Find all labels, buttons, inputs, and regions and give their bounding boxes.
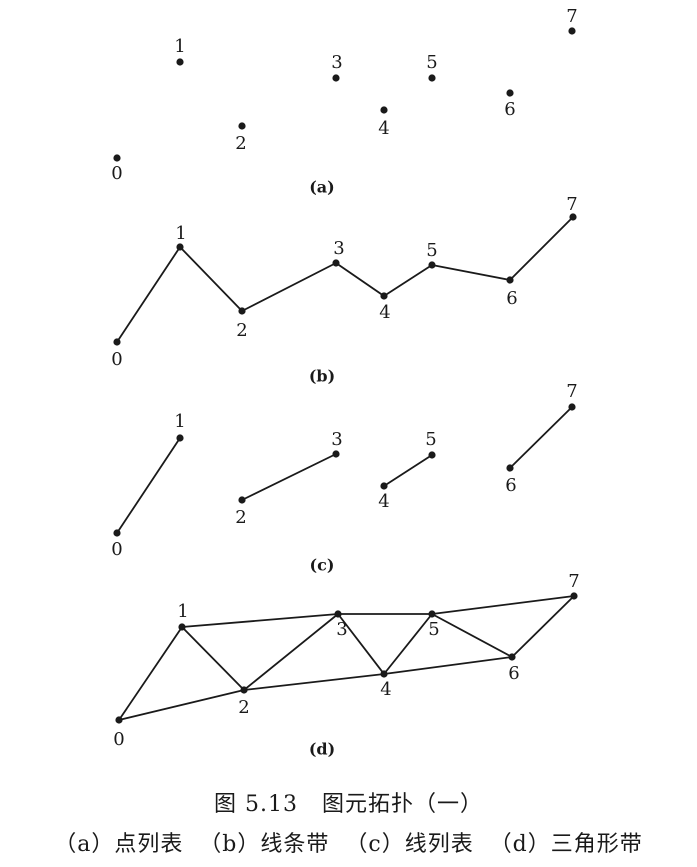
vertex-3 xyxy=(332,259,340,267)
vertex-label-3: 3 xyxy=(331,52,342,73)
vertex-1 xyxy=(178,623,186,631)
vertex-4 xyxy=(380,292,388,300)
vertex-2 xyxy=(238,122,246,130)
vertex-label-6: 6 xyxy=(504,99,515,120)
vertex-label-3: 3 xyxy=(331,429,342,450)
vertex-4 xyxy=(380,670,388,678)
vertex-7 xyxy=(569,213,577,221)
vertex-6 xyxy=(506,276,514,284)
vertex-2 xyxy=(238,307,246,315)
vertex-4 xyxy=(380,106,388,114)
vertex-1 xyxy=(176,58,184,66)
edge-5-6 xyxy=(431,264,511,281)
vertex-3 xyxy=(332,450,340,458)
edge-4-5 xyxy=(383,264,433,297)
edge-4-6 xyxy=(383,656,513,675)
vertex-5 xyxy=(428,451,436,459)
vertex-3 xyxy=(334,610,342,618)
panel-d: 0 1 2 3 4 5 6 7 (d) xyxy=(113,571,579,759)
vertex-label-4: 4 xyxy=(378,118,389,139)
vertex-label-4: 4 xyxy=(378,491,389,512)
edge-2-3 xyxy=(243,613,339,691)
vertex-label-1: 1 xyxy=(175,223,186,244)
vertex-1 xyxy=(176,434,184,442)
vertex-label-5: 5 xyxy=(428,619,439,640)
edge-0-1 xyxy=(116,246,181,343)
edge-1-2 xyxy=(181,626,245,691)
vertex-label-0: 0 xyxy=(111,539,122,560)
vertex-4 xyxy=(380,482,388,490)
vertex-3 xyxy=(332,74,340,82)
vertex-5 xyxy=(428,261,436,269)
vertex-label-6: 6 xyxy=(505,475,516,496)
vertex-label-2: 2 xyxy=(236,320,247,341)
edge-0-1 xyxy=(118,626,183,721)
vertex-0 xyxy=(113,529,121,537)
vertex-label-0: 0 xyxy=(111,163,122,184)
vertex-6 xyxy=(508,653,516,661)
vertex-label-6: 6 xyxy=(508,663,519,684)
vertex-label-7: 7 xyxy=(568,571,579,592)
edge-2-3 xyxy=(241,262,337,312)
vertex-label-7: 7 xyxy=(566,6,577,27)
vertex-label-4: 4 xyxy=(379,302,390,323)
edge-2-4 xyxy=(243,673,385,691)
edge-3-4 xyxy=(335,262,385,297)
panel-label: (a) xyxy=(309,178,335,197)
vertex-label-5: 5 xyxy=(426,52,437,73)
vertex-2 xyxy=(238,496,246,504)
panel-b: 0 1 2 3 4 5 6 7 (b) xyxy=(111,194,577,386)
vertex-label-3: 3 xyxy=(333,238,344,259)
vertex-label-4: 4 xyxy=(380,679,391,700)
edge-2-3 xyxy=(241,453,337,501)
edge-4-5 xyxy=(383,613,433,675)
vertex-label-1: 1 xyxy=(177,601,188,622)
vertex-label-6: 6 xyxy=(506,288,517,309)
vertex-5 xyxy=(428,74,436,82)
edge-3-4 xyxy=(337,613,385,675)
edge-6-7 xyxy=(509,406,573,469)
edge-0-2 xyxy=(118,689,245,721)
vertex-label-1: 1 xyxy=(174,411,185,432)
vertex-label-2: 2 xyxy=(235,133,246,154)
vertex-0 xyxy=(113,338,121,346)
vertex-6 xyxy=(506,464,514,472)
vertex-0 xyxy=(113,154,121,162)
figure-subtitle: （a）点列表 （b）线条带 （c）线列表 （d）三角形带 xyxy=(54,832,643,857)
vertex-2 xyxy=(240,686,248,694)
vertex-6 xyxy=(506,89,514,97)
edge-4-5 xyxy=(383,454,433,487)
edge-6-7 xyxy=(511,595,575,658)
vertex-label-2: 2 xyxy=(235,507,246,528)
edge-6-7 xyxy=(509,216,574,281)
vertex-label-5: 5 xyxy=(426,240,437,261)
panel-c: 0 1 2 3 4 5 6 7 (c) xyxy=(111,381,577,575)
vertex-label-1: 1 xyxy=(174,36,185,57)
vertex-7 xyxy=(568,403,576,411)
figure-title: 图 5.13 图元拓扑（一） xyxy=(214,792,483,817)
vertex-label-3: 3 xyxy=(336,619,347,640)
edge-0-1 xyxy=(116,437,181,534)
vertex-1 xyxy=(176,243,184,251)
vertex-7 xyxy=(570,592,578,600)
vertex-label-0: 0 xyxy=(111,349,122,370)
vertex-7 xyxy=(568,27,576,35)
edge-1-3 xyxy=(181,613,339,628)
edge-1-2 xyxy=(179,246,243,312)
vertex-0 xyxy=(115,716,123,724)
panel-label: (d) xyxy=(309,740,335,759)
vertex-label-7: 7 xyxy=(566,381,577,402)
vertex-label-2: 2 xyxy=(238,697,249,718)
panel-a: 0 1 2 3 4 5 6 7 (a) xyxy=(111,6,577,197)
panel-label: (c) xyxy=(310,556,335,575)
edge-5-7 xyxy=(431,595,575,615)
vertex-label-5: 5 xyxy=(425,429,436,450)
edge-5-6 xyxy=(431,613,513,658)
panel-label: (b) xyxy=(309,367,335,386)
vertex-5 xyxy=(428,610,436,618)
vertex-label-0: 0 xyxy=(113,729,124,750)
vertex-label-7: 7 xyxy=(566,194,577,215)
